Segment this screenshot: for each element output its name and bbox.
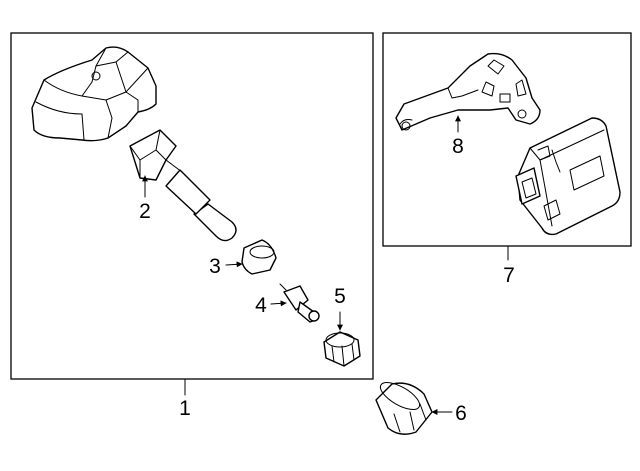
standalone-nut <box>375 382 433 435</box>
valve-cap <box>241 239 277 275</box>
tpms-sensor-body <box>31 46 157 142</box>
valve-core <box>279 283 320 323</box>
mounting-bracket <box>395 52 541 131</box>
callout-7: 7 <box>503 264 515 287</box>
callout-6: 6 <box>455 402 467 425</box>
callout-8: 8 <box>452 135 464 158</box>
callout-5: 5 <box>334 285 346 308</box>
group-frame-7 <box>382 32 632 247</box>
control-module <box>515 117 621 236</box>
callout-4: 4 <box>255 294 267 317</box>
callout-1: 1 <box>179 397 191 420</box>
callout-2: 2 <box>139 200 151 223</box>
callout-3: 3 <box>209 255 221 278</box>
group-frame-1 <box>10 32 374 380</box>
hex-nut <box>323 331 361 367</box>
leader-4 <box>270 300 287 307</box>
leader-3 <box>225 261 243 268</box>
valve-stem <box>129 129 237 242</box>
